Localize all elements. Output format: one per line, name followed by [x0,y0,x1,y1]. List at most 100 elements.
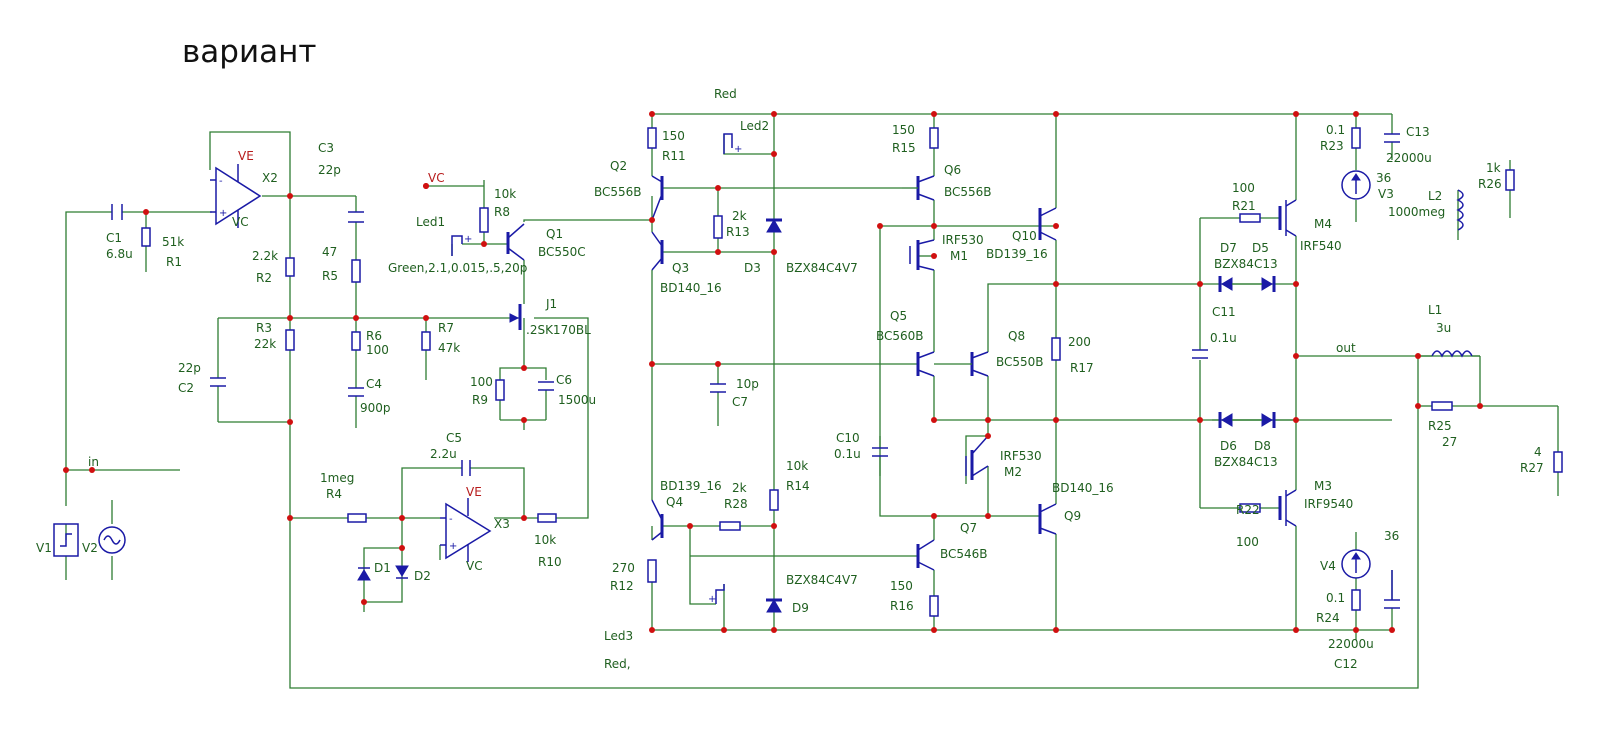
label-q10v: BD139_16 [986,247,1048,261]
svg-text:+: + [734,144,742,155]
svg-text:+: + [449,541,457,552]
capacitor-c11 [1192,349,1208,359]
led-led1: + [451,234,472,256]
label-l1v: 3u [1436,321,1451,335]
label-c2v: 22p [178,361,201,375]
label-r24: R24 [1316,611,1340,625]
transistor-q3 [651,231,664,271]
label-led1: Led1 [416,215,445,229]
label-j1: J1 [545,297,557,311]
svg-text:-: - [449,514,453,525]
label-r16: R16 [890,599,914,613]
resistor-r11 [647,127,657,149]
label-c10v: 0.1u [834,447,861,461]
transistor-q1 [506,223,525,261]
label-q7v: BC546B [940,547,988,561]
source-v1 [53,523,79,557]
wires [65,113,1559,689]
label-c12: C12 [1334,657,1358,671]
label-q1v: BC550C [538,245,586,259]
label-r15v: 150 [892,123,915,137]
label-x3: X3 [494,517,510,531]
label-r12: R12 [610,579,634,593]
label-v4: V4 [1320,559,1336,573]
capacitor-c7 [710,383,726,393]
label-c4: C4 [366,377,382,391]
components: - + - + [53,127,1563,617]
resistor-r28 [719,521,741,531]
label-m3v: IRF9540 [1304,497,1353,511]
resistor-r26 [1505,169,1515,191]
source-v2 [98,526,126,554]
label-c7: C7 [732,395,748,409]
label-q4: Q4 [666,495,683,509]
label-c6v: 1500u [558,393,596,407]
capacitor-c13 [1384,133,1400,143]
mosfet-m3 [1278,489,1297,527]
zener-d7 [1218,276,1233,292]
label-r7: R7 [438,321,454,335]
label-r22: R22 [1236,503,1260,517]
jfet-j1 [509,304,522,330]
label-d2: D2 [414,569,431,583]
label-c11: C11 [1212,305,1236,319]
label-r26: R26 [1478,177,1502,191]
label-r15: R15 [892,141,916,155]
label-r5v: 47 [322,245,337,259]
label-q7: Q7 [960,521,977,535]
label-r11: R11 [662,149,686,163]
label-r13v: 2k [732,209,747,223]
label-r28v: 2k [732,481,747,495]
diagram-title: вариант [182,34,317,70]
label-m1v: IRF530 [942,233,984,247]
label-v3v: 36 [1376,171,1391,185]
label-r7v: 47k [438,341,460,355]
label-r10: R10 [538,555,562,569]
resistor-r1 [141,227,151,247]
label-d9: D9 [792,601,809,615]
resistor-r24 [1351,589,1361,611]
label-r3v: 22k [254,337,276,351]
label-m2v: IRF530 [1000,449,1042,463]
label-c3v: 22p [318,163,341,177]
label-c5v: 2.2u [430,447,457,461]
label-in: in [88,455,99,469]
label-q5v: BC560B [876,329,924,343]
transistor-q2 [651,175,664,221]
label-ve-x3: VE [466,485,482,499]
label-d7: D7 [1220,241,1237,255]
capacitor-c12 [1384,599,1400,609]
label-r27: R27 [1520,461,1544,475]
label-d6: D6 [1220,439,1237,453]
label-r11v: 150 [662,129,685,143]
label-r25v: 27 [1442,435,1457,449]
label-r27v: 4 [1534,445,1542,459]
mosfet-m4 [1278,199,1297,237]
label-q2: Q2 [610,159,627,173]
label-d5: D5 [1252,241,1269,255]
resistor-r17 [1051,337,1061,361]
label-r22v: 100 [1236,535,1259,549]
mosfet-m2 [965,435,989,480]
inductor-l1 [1431,350,1473,358]
label-c10: C10 [836,431,860,445]
transistor-q9 [1038,503,1057,535]
label-q9: Q9 [1064,509,1081,523]
label-v2: V2 [82,541,98,555]
label-r1v: 51k [162,235,184,249]
source-v3 [1341,170,1371,200]
zener-d8 [1261,412,1276,428]
label-m1: M1 [950,249,968,263]
diode-d1 [357,567,371,581]
label-q6: Q6 [944,163,961,177]
label-r21v: 100 [1232,181,1255,195]
label-r2v: 2.2k [252,249,278,263]
label-c1: C1 [106,231,122,245]
capacitor-c1 [111,204,123,220]
resistor-r5 [351,259,361,283]
resistor-r14 [769,489,779,511]
label-r12v: 270 [612,561,635,575]
transistor-q6 [902,175,935,201]
label-m4: M4 [1314,217,1332,231]
